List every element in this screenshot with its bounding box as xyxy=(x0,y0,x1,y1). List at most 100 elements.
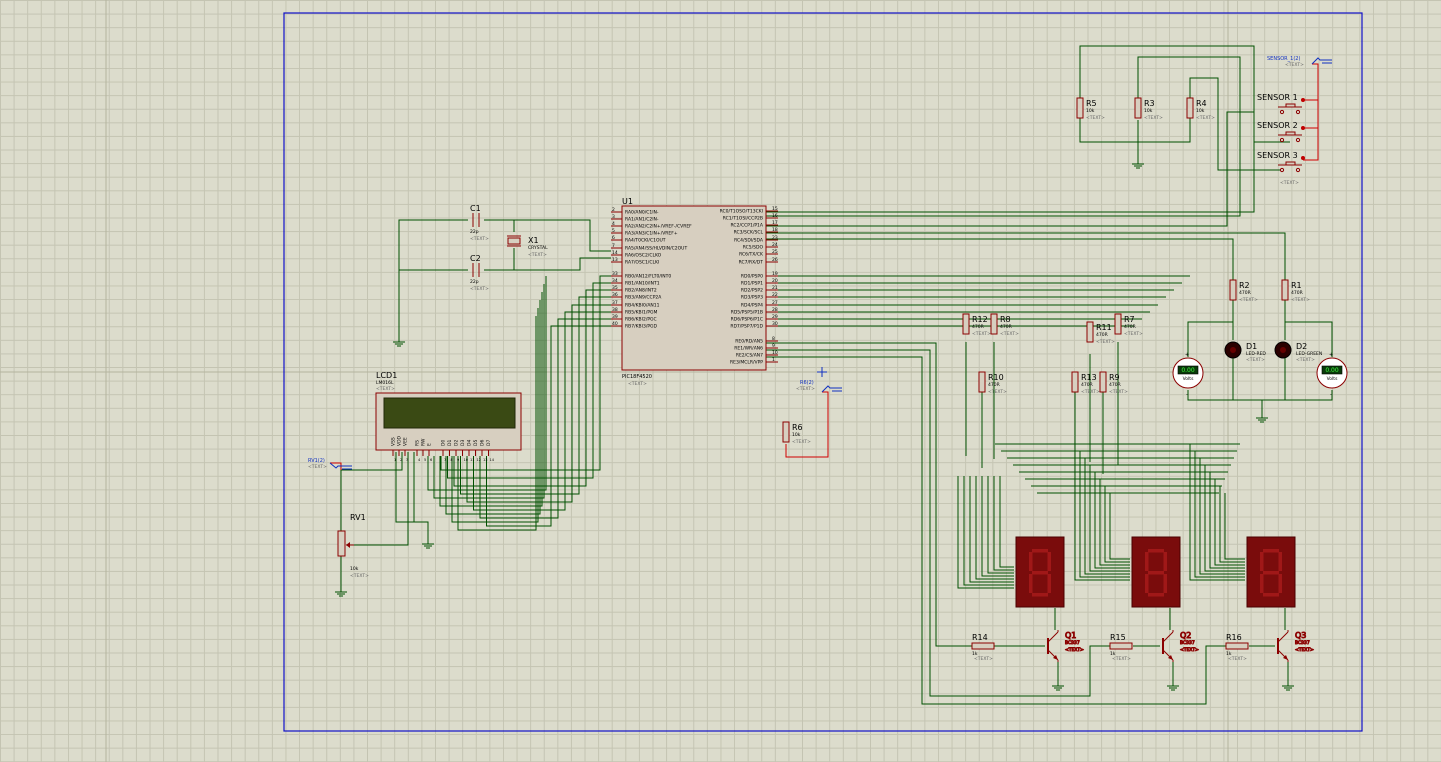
voltmeter-unit: Volts xyxy=(1183,376,1194,382)
ic-pin-name: RB2/AN8/INT2 xyxy=(625,288,657,294)
resistor-value: 470R xyxy=(1239,290,1251,296)
lcd-pin-name: VSS xyxy=(391,437,397,446)
ic-pin-num: 7 xyxy=(612,243,615,249)
voltmeter-plus: + xyxy=(1185,352,1189,358)
ic-pin-name: RE2/CS/AN7 xyxy=(736,353,763,359)
resistor-ref: R6 xyxy=(792,423,803,432)
c2-tag: <TEXT> xyxy=(470,286,489,292)
resistor-ref: R9 xyxy=(1109,373,1120,382)
ic-pin-num: 15 xyxy=(772,206,778,212)
lcd-pin-name: VDD xyxy=(397,435,403,446)
capacitor-c2[interactable] xyxy=(472,263,480,277)
transistor-tag: <TEXT> xyxy=(1065,647,1084,653)
ground-symbols xyxy=(335,160,1294,691)
ic-pin-name: RD4/PSP4 xyxy=(741,303,763,309)
resistor-tag: <TEXT> xyxy=(988,389,1007,395)
lcd-module[interactable]: VSS1VDD2VEE3RS4RW5E6D07D18D29D310D411D51… xyxy=(375,392,522,462)
ic-pin-num: 29 xyxy=(772,314,778,320)
push-button-sensor-1[interactable]: SENSOR 1 xyxy=(1257,93,1305,115)
crystal-x1[interactable] xyxy=(507,235,521,247)
ic-pin-name: RC0/T1OSO/T13CKI xyxy=(720,209,763,215)
ic-pin-name: RD1/PSP1 xyxy=(741,281,763,287)
resistor-ref: R5 xyxy=(1086,99,1097,108)
ic-pin-num: 18 xyxy=(772,227,778,233)
ic-pin-name: RE3/MCLR/VPP xyxy=(730,360,763,366)
ic-pin-num: 4 xyxy=(612,221,615,227)
resistor-value: 1k xyxy=(1110,651,1116,657)
ic-pin-num: 20 xyxy=(772,278,778,284)
ic-pin-name: RA4/T0CKI/C1OUT xyxy=(625,238,666,244)
transistor-part: BC337 xyxy=(1065,640,1080,646)
wires xyxy=(340,45,1333,705)
led-part: LED-RED xyxy=(1246,351,1266,357)
resistor-value: 10k xyxy=(1196,108,1205,114)
transistor-ref: Q1 xyxy=(1065,631,1076,640)
ic-pin-num: 9 xyxy=(772,343,775,349)
lcd-pin-name: D0 xyxy=(441,440,447,446)
ic-pin-name: RB4/KBI0/AN11 xyxy=(625,303,660,309)
ic-pin-num: 2 xyxy=(612,207,615,213)
resistor-ref: R11 xyxy=(1096,323,1112,332)
lcd-pin-name: VEE xyxy=(403,437,409,446)
resistor-value: 10k xyxy=(1144,108,1153,114)
resistor-ref: R8 xyxy=(1000,315,1011,324)
voltage-probe-rv1[interactable] xyxy=(329,462,352,470)
lcd-pin-num: 10 xyxy=(464,458,468,462)
resistor-tag: <TEXT> xyxy=(1086,115,1105,121)
lcd-pin-num: 8 xyxy=(451,458,453,462)
ic-pin-name: RA2/AN2/C2IN+/VREF-/CVREF xyxy=(625,224,692,230)
potentiometer-rv1[interactable] xyxy=(337,530,354,557)
ic-pin-num: 1 xyxy=(772,357,775,363)
lcd-pin-num: 13 xyxy=(483,458,487,462)
ic-pin-num: 22 xyxy=(772,292,778,298)
resistor-value: 10k xyxy=(1086,108,1095,114)
led-part: LED-GREEN xyxy=(1296,351,1322,357)
c2-ref: C2 xyxy=(470,254,481,263)
r6-probe-tag: <TEXT> xyxy=(796,386,815,392)
resistor-tag: <TEXT> xyxy=(1096,339,1115,345)
resistor-tag: <TEXT> xyxy=(1144,115,1163,121)
resistor-tag: <TEXT> xyxy=(1081,389,1100,395)
push-button-sensor-2[interactable]: SENSOR 2 xyxy=(1257,121,1305,143)
ic-pin-num: 36 xyxy=(612,292,618,298)
capacitor-c1[interactable] xyxy=(472,213,480,227)
voltage-probe-sensor[interactable] xyxy=(1311,57,1332,65)
x1-part: CRYSTAL xyxy=(528,245,548,251)
probe-wires xyxy=(330,63,1319,470)
push-button-sensor-3[interactable]: SENSOR 3<TEXT> xyxy=(1257,151,1305,186)
ic-pin-name: RC1/T1OSI/CCP2B xyxy=(723,216,763,222)
resistor-ref: R15 xyxy=(1110,633,1126,642)
voltage-probe-r6[interactable] xyxy=(817,367,842,393)
resistor-tag: <TEXT> xyxy=(1291,297,1310,303)
voltmeter-reading: 0.00 xyxy=(1325,367,1339,374)
sensor-tag: <TEXT> xyxy=(1280,180,1299,186)
rv1-probe-label: RV1(2) xyxy=(308,458,325,464)
resistor-ref: R4 xyxy=(1196,99,1207,108)
